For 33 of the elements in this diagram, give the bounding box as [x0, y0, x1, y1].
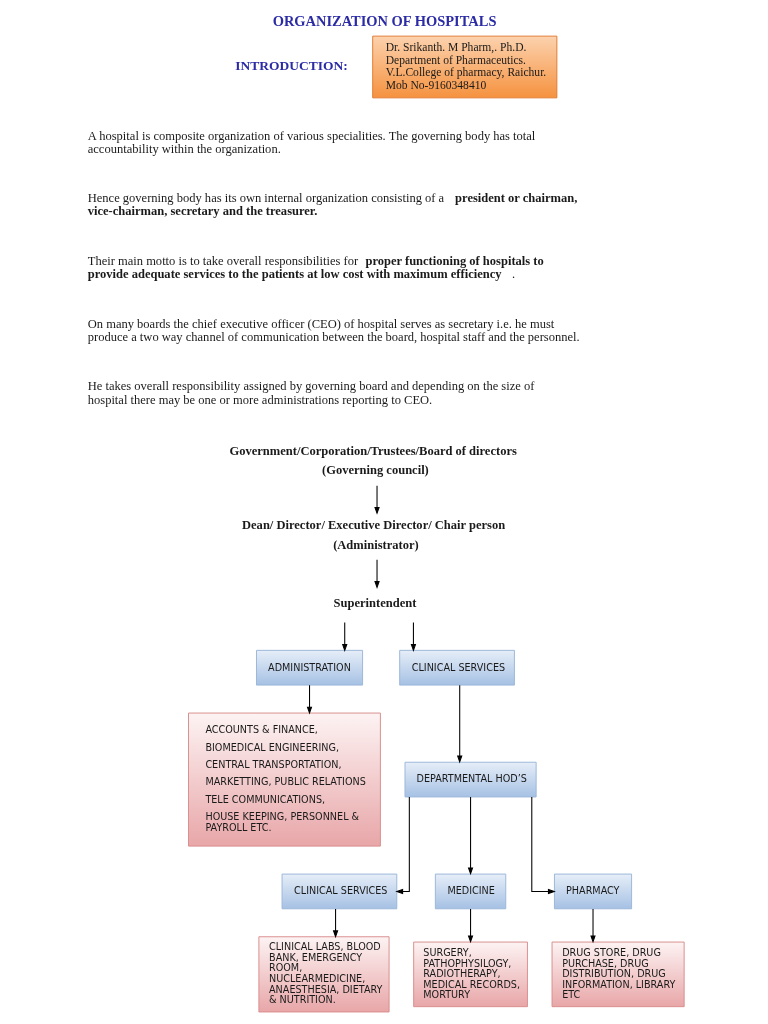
label: Hence governing body has its own internal organization consisting of a president or chairman, vice-chairman, secretary and the treasurer. [87, 191, 577, 218]
node-box: CLINICAL LABS, BLOOD BANK, EMERGENCY ROOM, NUCLEARMEDICINE, ANAESTHESIA, DIETARY & NUTRITION. [257, 936, 390, 1013]
node-box: PHARMACY [553, 873, 632, 910]
arrow [467, 796, 473, 876]
node-box: ADMINISTRATION [255, 649, 363, 686]
arrow [332, 908, 338, 939]
arrow [456, 684, 462, 764]
node-box: DRUG STORE, DRUG PURCHASE, DRUG DISTRIBUTION, DRUG INFORMATION, LIBRARY ETC [551, 941, 685, 1008]
node-box: CLINICAL SERVICES [281, 873, 397, 910]
label: A hospital is composite organization of various specialities. The governing body has total accountability within the organization. [87, 128, 535, 157]
node-box: CLINICAL SERVICES [398, 649, 515, 686]
arrow [394, 796, 410, 895]
arrow [410, 622, 416, 652]
label: INTRODUCTION: [234, 58, 348, 74]
arrow [373, 485, 380, 515]
label: On many boards the chief executive officer (CEO) of hospital serves as secretary i.e. he must produce a two way channel of communication between the board, hospital staff and the personnel. [87, 316, 580, 345]
arrow [530, 796, 556, 895]
node-box: DEPARTMENTAL HOD’S [404, 761, 537, 798]
arrow [341, 622, 347, 652]
node-box: MEDICINE [434, 873, 506, 910]
arrow [373, 559, 380, 589]
label: Their main motto is to take overall responsibilities for proper functioning of hospitals to provide adequate services to the patients at low cost with maximum efficiency. [87, 254, 544, 281]
arrow [306, 684, 312, 715]
node-text: Government/Corporation/Trustees/Board of directors (Governing council) [229, 444, 517, 478]
diagram-title: ORGANIZATION OF HOSPITALS [272, 13, 496, 30]
node-text: Dean/ Director/ Executive Director/ Chair person (Administrator) [241, 518, 505, 552]
node-box: Dr. Srikanth. M Pharm,. Ph.D. Department of Pharmaceutics. V.L.College of pharmacy, Raichur. Mob No-9160348410 [371, 35, 557, 99]
label: He takes overall responsibility assigned by governing board and depending on the size of hospital there may be one or more administrations reporting to CEO. [87, 379, 534, 407]
node-box: ACCOUNTS & FINANCE, BIOMEDICAL ENGINEERING, CENTRAL TRANSPORTATION, MARKETTING, PUBLIC RELATIONS TELE COMMUNICATIONS, HOUSE KEEPING, PERSONNEL & PAYROLL ETC. [187, 712, 381, 847]
node-box: SURGERY, PATHOPHYSILOGY, RADIOTHERAPY, MEDICAL RECORDS, MORTURY [412, 941, 528, 1008]
arrow [589, 908, 596, 944]
node-text: Superintendent [333, 596, 416, 611]
arrow [467, 908, 473, 944]
